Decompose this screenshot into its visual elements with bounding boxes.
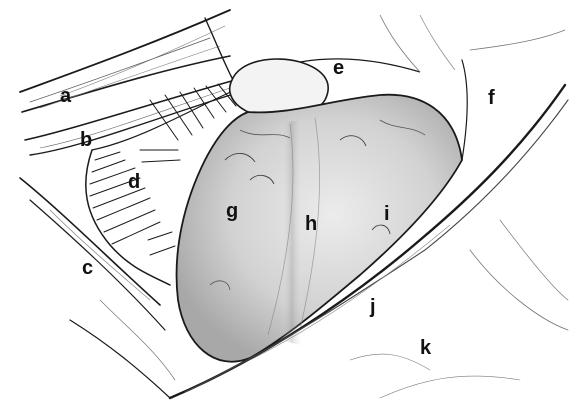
structure-b [25,80,240,155]
label-k: k [420,338,431,358]
main-organ [177,95,462,362]
label-f: f [488,88,495,108]
structure-f [462,30,565,160]
label-c: c [82,258,93,278]
label-h: h [305,214,317,234]
label-j: j [370,297,376,317]
label-g: g [226,201,238,221]
label-a: a [60,86,71,106]
label-b: b [80,130,92,150]
label-e: e [333,58,344,78]
label-i: i [384,204,390,224]
label-d: d [128,172,140,192]
